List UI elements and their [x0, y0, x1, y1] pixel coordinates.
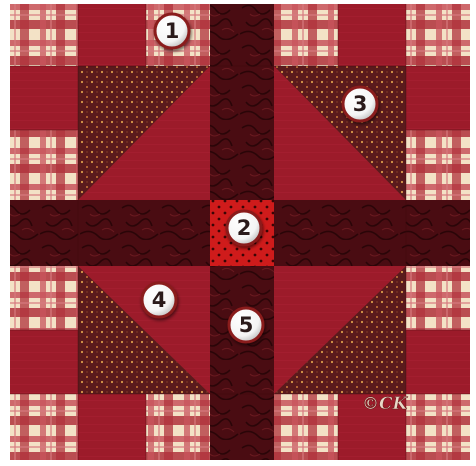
- callout-5: 5: [229, 308, 263, 342]
- callout-2-label: 2: [237, 216, 252, 240]
- callout-4-label: 4: [152, 288, 167, 312]
- callout-3-label: 3: [353, 92, 368, 116]
- callout-2: 2: [227, 211, 261, 245]
- callout-4: 4: [142, 283, 176, 317]
- callout-5-label: 5: [239, 313, 254, 337]
- callout-1: 1: [155, 14, 189, 48]
- callout-1-label: 1: [165, 19, 180, 43]
- callout-3: 3: [343, 87, 377, 121]
- plaid-square-top-inner-right: [274, 4, 338, 66]
- plaid-square-bottom-inner-right: [274, 394, 338, 460]
- plaid-square-bottom-inner-left: [146, 394, 210, 460]
- signature-text: ©CK: [362, 394, 409, 414]
